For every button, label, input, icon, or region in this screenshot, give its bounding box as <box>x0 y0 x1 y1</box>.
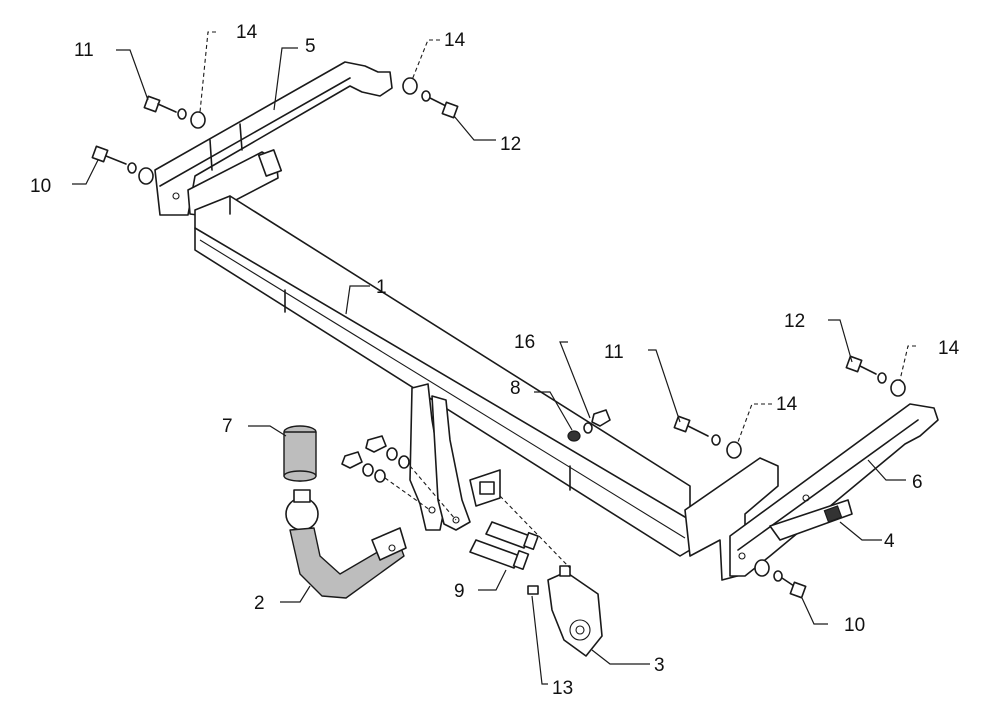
towball-neck <box>285 489 407 599</box>
right-side-bracket <box>684 403 939 581</box>
callout-12-top: 12 <box>500 134 521 155</box>
callout-4: 4 <box>884 531 895 552</box>
callout-7: 7 <box>222 416 233 437</box>
left-side-bracket <box>154 61 393 217</box>
callout-14-a: 14 <box>236 22 258 43</box>
callout-13: 13 <box>552 678 573 699</box>
callout-labels: 1 2 3 4 5 6 7 8 9 10 10 11 11 12 12 13 1… <box>30 22 960 699</box>
centre-mounting-plate <box>409 383 501 531</box>
callout-11-left: 11 <box>74 40 94 61</box>
callout-3: 3 <box>654 655 665 676</box>
callout-6: 6 <box>912 472 923 493</box>
callout-14-b: 14 <box>444 30 466 51</box>
nut-washer-8-16 <box>567 409 611 442</box>
callout-1: 1 <box>376 277 387 298</box>
callout-16: 16 <box>514 332 535 353</box>
socket-plate <box>499 495 603 657</box>
callout-10-left: 10 <box>30 176 51 197</box>
callout-2: 2 <box>254 593 265 614</box>
callout-8: 8 <box>510 378 521 399</box>
callout-10-right: 10 <box>844 615 865 636</box>
callout-11-right: 11 <box>604 342 624 363</box>
centre-nuts-washers <box>341 435 457 521</box>
bolt-set-top-left <box>143 95 206 129</box>
bolt-set-right-middle <box>673 415 742 459</box>
callout-5: 5 <box>305 36 316 57</box>
bolts-9 <box>469 521 539 571</box>
bolt-set-mid-left <box>91 145 154 185</box>
bolt-set-right-lower <box>754 559 807 599</box>
callout-14-d: 14 <box>776 394 798 415</box>
bolt-set-right-upper <box>845 355 906 397</box>
callout-9: 9 <box>454 581 465 602</box>
callout-12-right: 12 <box>784 311 805 332</box>
callout-14-c: 14 <box>938 338 960 359</box>
leader-lines <box>72 31 916 685</box>
towball-cover <box>283 425 317 482</box>
bolt-set-top-middle <box>402 77 459 119</box>
